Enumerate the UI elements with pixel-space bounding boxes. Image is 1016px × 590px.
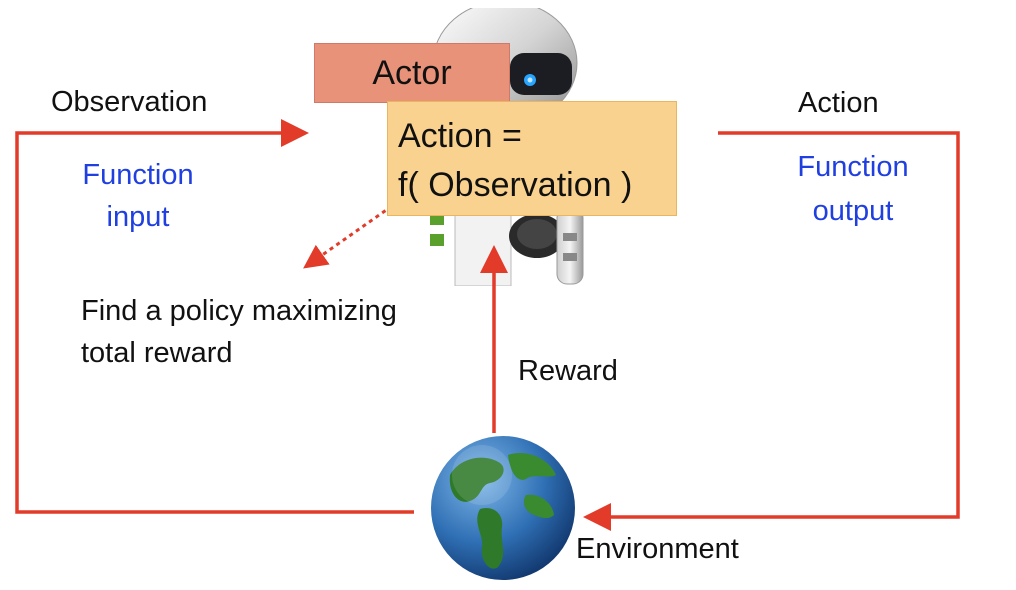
policy-arrow xyxy=(303,204,393,269)
actor-title: Actor xyxy=(372,53,452,92)
function-input-line-1: Function xyxy=(82,159,194,191)
policy-line-2: total reward xyxy=(81,337,233,370)
function-output-label: Function output xyxy=(778,146,928,233)
function-output-line-1: Function xyxy=(797,151,909,183)
globe-icon xyxy=(431,436,575,580)
policy-label: Find a policy maximizing total reward xyxy=(81,290,397,374)
actor-formula-box: Action = f( Observation ) xyxy=(387,101,677,216)
function-input-line-2: input xyxy=(106,201,170,234)
action-label: Action xyxy=(798,87,879,119)
action-arrow xyxy=(583,131,960,531)
function-output-line-2: output xyxy=(812,194,894,227)
formula-line-2: f( Observation ) xyxy=(398,166,633,205)
environment-label: Environment xyxy=(576,533,739,565)
function-input-label: Function input xyxy=(62,154,214,238)
actor-title-box: Actor xyxy=(314,43,510,103)
formula-line-1: Action = xyxy=(398,117,522,155)
policy-line-1: Find a policy maximizing xyxy=(81,295,397,327)
observation-arrow xyxy=(15,119,414,514)
observation-label: Observation xyxy=(51,86,208,118)
reward-label: Reward xyxy=(518,355,618,387)
